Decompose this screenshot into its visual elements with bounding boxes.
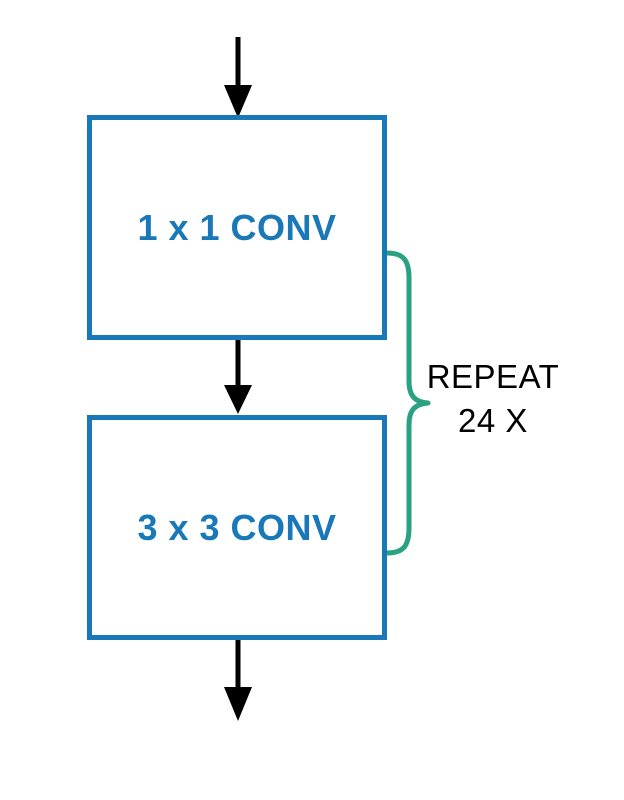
curly-brace-icon <box>384 250 431 556</box>
conv-box-3x3: 3 x 3 CONV <box>87 415 387 640</box>
arrow-down-icon-middle <box>224 339 252 414</box>
conv-box-1x1-label: 1 x 1 CONV <box>137 206 337 248</box>
repeat-annotation-line1: REPEAT <box>426 358 560 395</box>
conv-box-1x1: 1 x 1 CONV <box>87 115 387 340</box>
repeat-annotation: REPEAT 24 X <box>415 355 571 443</box>
conv-box-3x3-label: 3 x 3 CONV <box>137 506 337 548</box>
repeat-annotation-line2: 24 X <box>458 402 528 439</box>
arrow-down-icon-top <box>224 37 252 118</box>
arrow-down-icon-bottom <box>224 639 252 721</box>
